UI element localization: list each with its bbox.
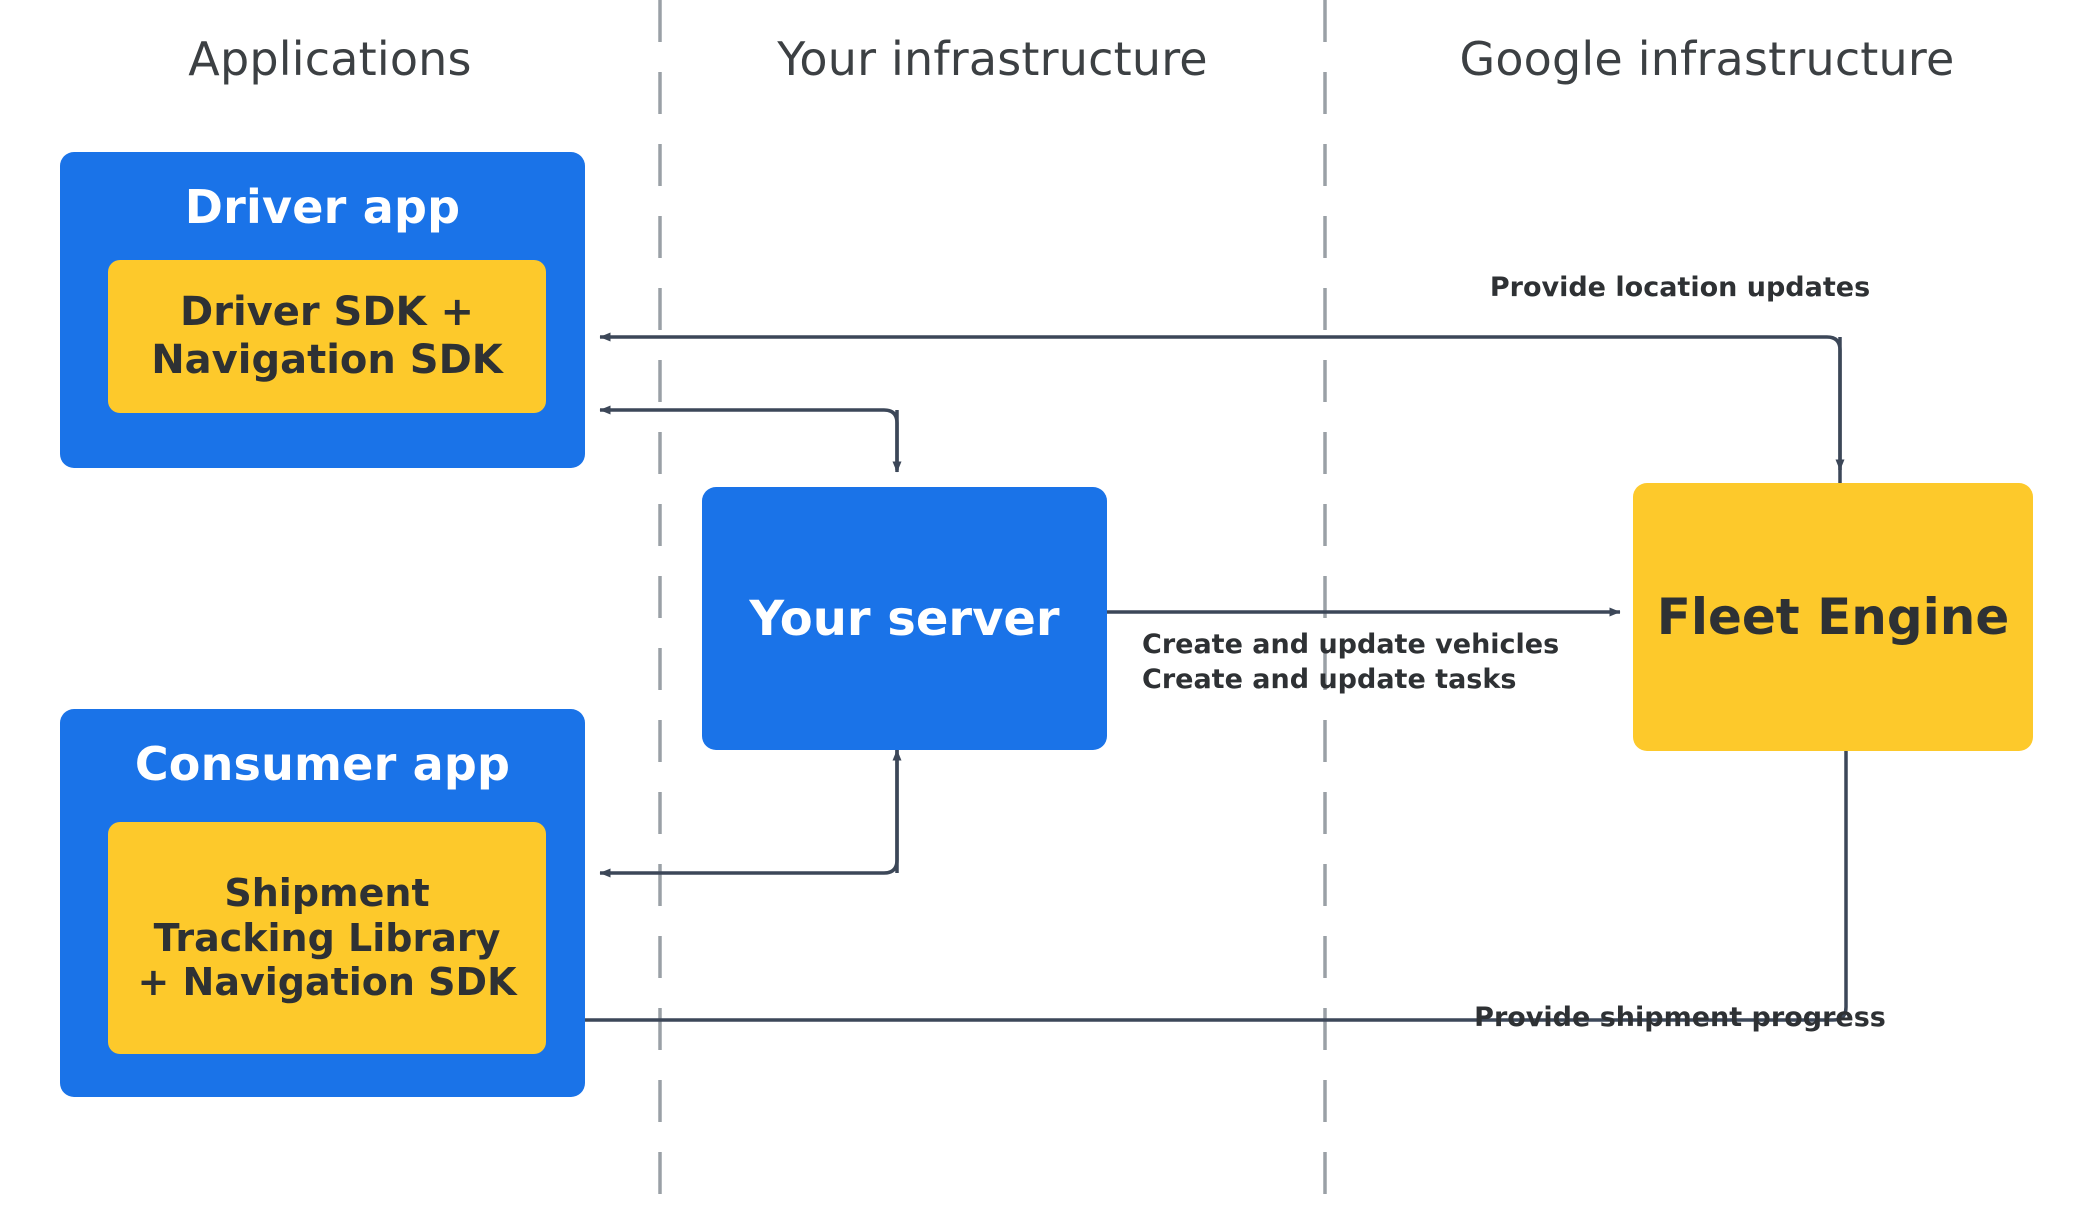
edge-your-server-to-consumer xyxy=(599,750,899,878)
edge-label-location-updates: Provide location updates xyxy=(1489,272,1871,303)
edge-label-create-update: Create and update vehicles Create and up… xyxy=(1142,627,1559,697)
node-driver-sdk[interactable]: Driver SDK + Navigation SDK xyxy=(108,260,546,413)
your-server-label: Your server xyxy=(749,590,1060,647)
fleet-engine-label: Fleet Engine xyxy=(1656,588,2010,646)
node-shipment-tracking-library[interactable]: Shipment Tracking Library + Navigation S… xyxy=(108,822,546,1054)
column-title-applications: Applications xyxy=(188,32,472,86)
edge-label-shipment-progress: Provide shipment progress xyxy=(1474,1002,1886,1033)
consumer-app-label: Consumer app xyxy=(134,737,511,791)
edge-driver-app-to-your-server xyxy=(599,405,899,470)
node-your-server[interactable]: Your server xyxy=(702,487,1107,750)
edge-label-create-vehicles: Create and update vehicles xyxy=(1142,629,1560,660)
node-fleet-engine[interactable]: Fleet Engine xyxy=(1633,483,2033,751)
column-title-your-infrastructure: Your infrastructure xyxy=(777,32,1208,86)
column-title-google-infrastructure: Google infrastructure xyxy=(1459,32,1955,86)
node-driver-app[interactable]: Driver app Driver SDK + Navigation SDK xyxy=(60,152,585,468)
edge-shipment-progress xyxy=(554,751,1848,1025)
edge-location-updates xyxy=(599,332,1842,483)
driver-sdk-label: Driver SDK + Navigation SDK xyxy=(151,289,503,383)
node-consumer-app[interactable]: Consumer app Shipment Tracking Library +… xyxy=(60,709,585,1097)
edge-label-create-tasks: Create and update tasks xyxy=(1142,664,1517,696)
shipment-tracking-library-label: Shipment Tracking Library + Navigation S… xyxy=(137,870,517,1005)
driver-app-label: Driver app xyxy=(184,180,461,234)
